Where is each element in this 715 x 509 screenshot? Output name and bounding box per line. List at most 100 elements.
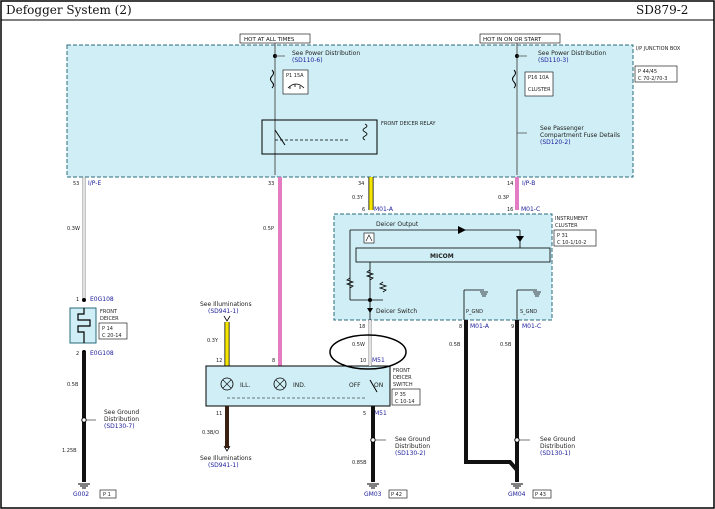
wire-label-w8: 0.3B/O — [202, 430, 219, 436]
junction-box — [66, 44, 634, 178]
wire-label-w6: 1.25B — [62, 448, 77, 454]
jb-pin-ipe: I/P-E — [88, 180, 101, 187]
ground-3-name: GM04 — [508, 491, 526, 498]
micom-box — [355, 247, 551, 263]
fuse-2-name: CLUSTER — [528, 87, 551, 93]
switch-name-1: FRONT — [393, 368, 411, 374]
fuse-2-icon — [512, 69, 516, 89]
switch-ind-label: IND. — [293, 382, 306, 389]
fuse-2-label-box — [524, 71, 554, 97]
resistor-left-icon — [345, 277, 355, 289]
jb-pin-53: 53 — [73, 181, 79, 187]
see-ground-1-b: Distribution — [104, 416, 139, 423]
switch-pin-11: 11 — [216, 411, 222, 417]
junction-box-ref-box — [634, 65, 678, 83]
switch-conn-m51-bottom: M51 — [374, 410, 387, 417]
deicer-pin-top: 1 — [76, 297, 79, 303]
relay-box — [261, 119, 378, 155]
switch-ref1: P 35 — [395, 392, 406, 398]
page-code: SD879-2 — [636, 3, 688, 17]
ind-lamp-filament — [275, 379, 285, 389]
wire-label-w2: 0.5P — [263, 226, 274, 232]
wire-label-w7: 0.3Y — [207, 338, 219, 344]
illum-bottom-arrow-icon — [223, 445, 231, 452]
deicer-conn-bottom: E0G108 — [90, 350, 114, 357]
junction-box-ref1: P 44/45 — [638, 69, 657, 75]
wire-label-w11: 0.5B — [449, 342, 461, 348]
p-gnd-symbol — [480, 291, 488, 297]
ground-2-ref-box — [388, 489, 408, 499]
deicer-name-2: DEICER — [100, 316, 119, 322]
ground-splice-1 — [81, 417, 87, 423]
see-illum-bottom: See Illuminations — [200, 455, 252, 462]
see-passenger-line2: Compartment Fuse Details — [540, 132, 620, 139]
see-passenger-ref: (SD120-2) — [540, 139, 571, 146]
switch-pin-5: 5 — [363, 411, 366, 417]
relay-coil-icon — [362, 123, 368, 141]
ind-lamp-icon — [273, 377, 287, 391]
cluster-pin-6: 6 — [362, 207, 365, 213]
s-gnd-label: S_GND — [520, 309, 537, 315]
wire-black-p-gnd — [464, 320, 519, 472]
ground-2-name: GM03 — [364, 491, 382, 498]
relay-label: FRONT DEICER RELAY — [381, 121, 436, 127]
cluster-ref2: C 10-1/10-2 — [557, 240, 586, 246]
junction-box-name: I/P JUNCTION BOX — [636, 46, 681, 52]
fuse-1-icon — [270, 69, 274, 89]
cluster-conn-m01c-top: M01-C — [521, 206, 540, 213]
deicer-top-dot — [82, 298, 86, 302]
wire-label-w4: 0.3P — [498, 195, 509, 201]
see-power-left: See Power Distribution — [292, 50, 360, 57]
fuse-1-label: P1 15A — [286, 73, 304, 79]
switch-pin-12: 12 — [216, 358, 222, 364]
deicer-pin-bottom: 2 — [76, 351, 79, 357]
junction-box-ref2: C 70-2/70-3 — [638, 76, 667, 82]
cluster-conn-m01a-top: M01-A — [374, 206, 394, 213]
jb-pin-33: 33 — [268, 181, 274, 187]
ground-splice-3 — [514, 437, 520, 443]
transistor-box — [363, 232, 375, 244]
cluster-ref1: P 31 — [557, 233, 568, 239]
jb-pin-14: 14 — [507, 181, 513, 187]
cluster-conn-m01a-bottom: M01-A — [470, 323, 490, 330]
deicer-switch-label: Deicer Switch — [376, 308, 417, 315]
cluster-name-2: CLUSTER — [555, 223, 578, 229]
cluster-pin-8: 8 — [459, 324, 462, 330]
s-gnd-symbol — [533, 291, 541, 297]
illum-top-arrow-icon — [223, 315, 231, 322]
transistor-icon — [365, 234, 373, 242]
fuse-2-label: P16 10A — [528, 75, 549, 81]
see-illum-top: See Illuminations — [200, 301, 252, 308]
ground-1-symbol — [78, 483, 90, 489]
switch-ill-label: ILL. — [240, 382, 250, 389]
micom-label: MICOM — [430, 253, 454, 260]
defrost-icon — [287, 83, 305, 89]
cluster-name-1: INSTRUMENT — [555, 216, 589, 222]
relay-contact — [274, 129, 286, 146]
deicer-conn-top: E0G108 — [90, 296, 114, 303]
switch-contact — [369, 379, 378, 393]
hot-in-on-start-label: HOT IN ON OR START — [483, 37, 542, 43]
switch-ref-box — [391, 388, 421, 406]
resistor-mid2-icon — [378, 281, 388, 293]
switch-pin-10: 10 — [360, 358, 366, 364]
cluster-pin-9: 9 — [511, 324, 514, 330]
deicer-ref2: C 20-14 — [102, 333, 122, 339]
see-ground-1-a: See Ground — [104, 409, 139, 416]
see-ground-1-ref: (SD130-7) — [104, 423, 135, 430]
switch-name-3: SWITCH — [393, 382, 413, 388]
deicer-output-label: Deicer Output — [376, 221, 419, 228]
see-illum-top-ref: (SD941-1) — [208, 308, 239, 315]
see-ground-3-a: See Ground — [540, 436, 575, 443]
see-ground-3-ref: (SD130-1) — [540, 450, 571, 457]
diode-icon — [458, 226, 466, 234]
diode-right-icon — [516, 236, 524, 242]
ground-2-ref: P 42 — [391, 492, 402, 498]
see-ground-3-b: Distribution — [540, 443, 575, 450]
front-deicer-switch-box — [205, 365, 391, 407]
see-ground-2-b: Distribution — [395, 443, 430, 450]
ground-2-symbol — [367, 483, 379, 489]
wire-label-w9: 0.5W — [352, 342, 365, 348]
